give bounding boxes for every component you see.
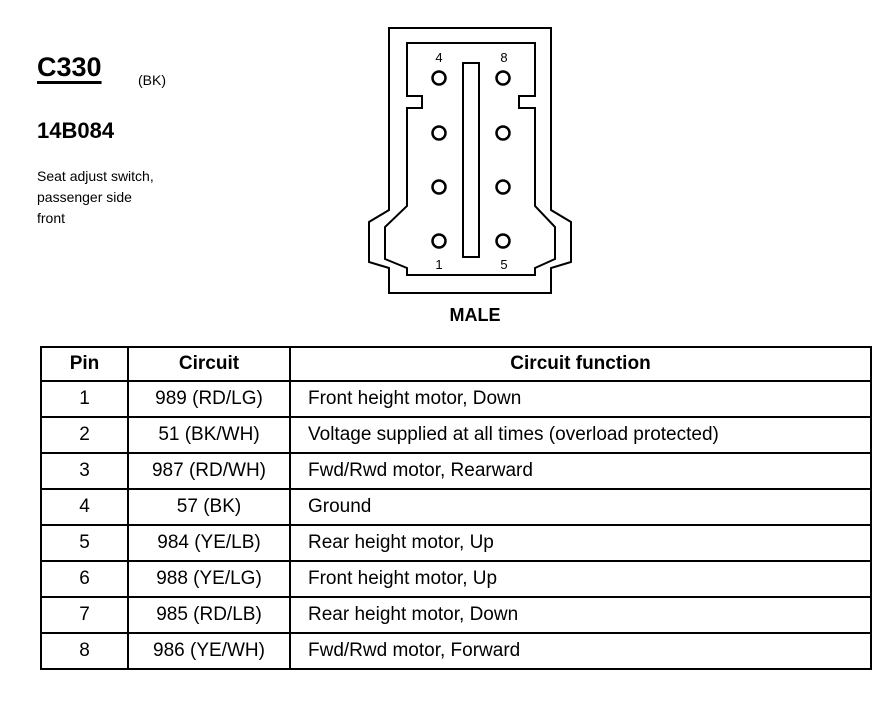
pin-socket xyxy=(495,179,511,195)
cell-function: Ground xyxy=(289,488,872,526)
connector-inner-outline xyxy=(384,42,556,276)
cell-circuit: 51 (BK/WH) xyxy=(127,416,291,454)
center-key-slot xyxy=(462,62,480,258)
pin-socket xyxy=(495,233,511,249)
description-line: front xyxy=(37,210,66,226)
pin-socket xyxy=(431,70,447,86)
cell-pin: 7 xyxy=(40,596,129,634)
cell-function: Front height motor, Down xyxy=(289,380,872,418)
pin-label: 1 xyxy=(435,257,442,272)
pin-socket xyxy=(431,179,447,195)
table-header-row: Pin Circuit Circuit function xyxy=(40,346,872,382)
table-row: 3 987 (RD/WH) Fwd/Rwd motor, Rearward xyxy=(40,452,872,490)
cell-pin: 5 xyxy=(40,524,129,562)
pin-socket xyxy=(495,125,511,141)
pin-label: 4 xyxy=(435,50,442,65)
pin-label: 8 xyxy=(500,50,507,65)
table-row: 6 988 (YE/LG) Front height motor, Up xyxy=(40,560,872,598)
cell-circuit: 987 (RD/WH) xyxy=(127,452,291,490)
table-row: 2 51 (BK/WH) Voltage supplied at all tim… xyxy=(40,416,872,454)
pin-socket xyxy=(495,70,511,86)
cell-circuit: 988 (YE/LG) xyxy=(127,560,291,598)
table-row: 7 985 (RD/LB) Rear height motor, Down xyxy=(40,596,872,634)
description-line: passenger side xyxy=(37,189,132,205)
cell-circuit: 985 (RD/LB) xyxy=(127,596,291,634)
cell-pin: 3 xyxy=(40,452,129,490)
pin-socket xyxy=(431,233,447,249)
table-row: 5 984 (YE/LB) Rear height motor, Up xyxy=(40,524,872,562)
connector-face-diagram: 4 8 1 5 MALE xyxy=(368,27,572,325)
cell-pin: 2 xyxy=(40,416,129,454)
part-number: 14B084 xyxy=(37,118,115,143)
pin-socket xyxy=(431,125,447,141)
table-row: 1 989 (RD/LG) Front height motor, Down xyxy=(40,380,872,418)
description-line: Seat adjust switch, xyxy=(37,168,154,184)
pin-label: 5 xyxy=(500,257,507,272)
cell-function: Fwd/Rwd motor, Forward xyxy=(289,632,872,670)
cell-function: Voltage supplied at all times (overload … xyxy=(289,416,872,454)
header-circuit: Circuit xyxy=(127,346,291,382)
connector-color: (BK) xyxy=(138,72,166,88)
connector-id: C330 xyxy=(37,52,102,82)
cell-function: Front height motor, Up xyxy=(289,560,872,598)
cell-function: Fwd/Rwd motor, Rearward xyxy=(289,452,872,490)
header-circuit-function: Circuit function xyxy=(289,346,872,382)
connector-outer-outline xyxy=(368,27,572,294)
connector-gender-label: MALE xyxy=(450,305,501,325)
cell-circuit: 986 (YE/WH) xyxy=(127,632,291,670)
table-row: 8 986 (YE/WH) Fwd/Rwd motor, Forward xyxy=(40,632,872,670)
cell-function: Rear height motor, Up xyxy=(289,524,872,562)
cell-pin: 1 xyxy=(40,380,129,418)
cell-pin: 6 xyxy=(40,560,129,598)
pin-table: Pin Circuit Circuit function 1 989 (RD/L… xyxy=(40,346,872,670)
cell-function: Rear height motor, Down xyxy=(289,596,872,634)
cell-circuit: 984 (YE/LB) xyxy=(127,524,291,562)
table-row: 4 57 (BK) Ground xyxy=(40,488,872,526)
cell-pin: 4 xyxy=(40,488,129,526)
cell-circuit: 57 (BK) xyxy=(127,488,291,526)
cell-pin: 8 xyxy=(40,632,129,670)
header-pin: Pin xyxy=(40,346,129,382)
cell-circuit: 989 (RD/LG) xyxy=(127,380,291,418)
connector-description: Seat adjust switch, passenger side front xyxy=(37,166,154,229)
